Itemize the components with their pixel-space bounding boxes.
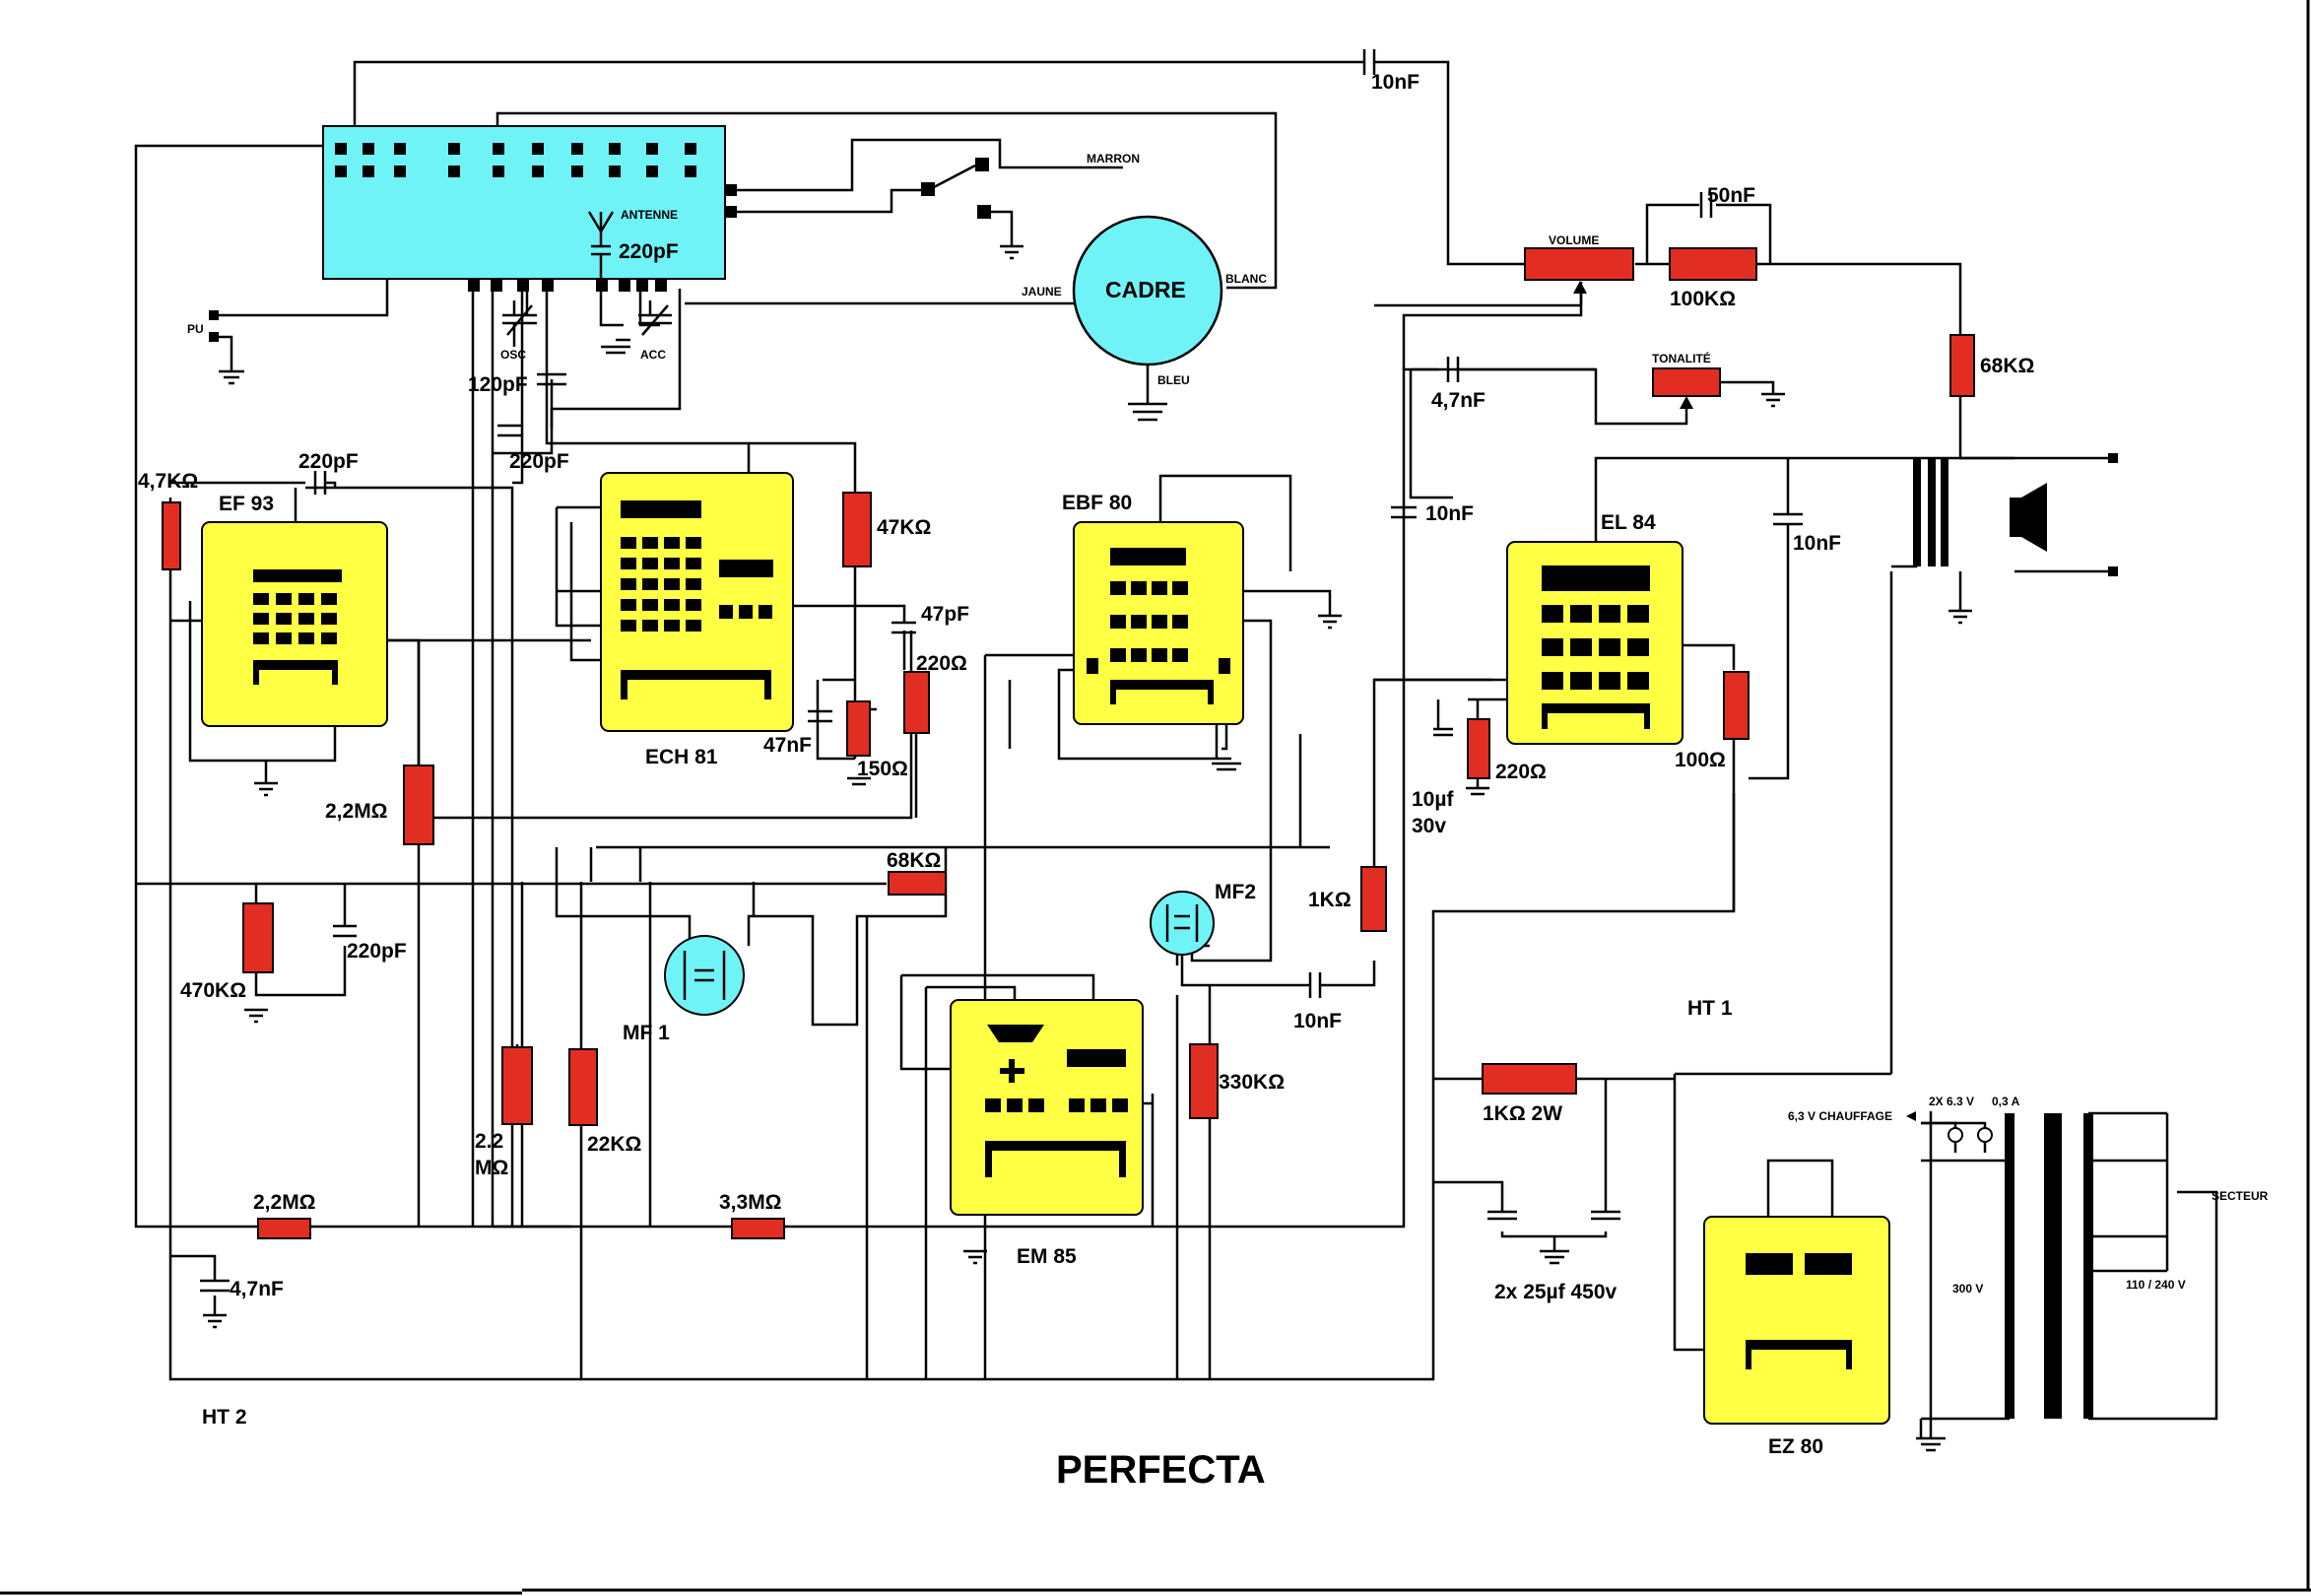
capacitors	[200, 49, 1803, 1293]
heater-label: 6,3 V CHAUFFAGE	[1788, 1109, 1892, 1123]
heater-spec-a: 2X 6.3 V	[1929, 1095, 1974, 1108]
v300-label: 300 V	[1952, 1282, 1983, 1296]
r-4-7k-label: 4,7KΩ	[138, 470, 198, 493]
r-1k-2w-label: 1KΩ 2W	[1483, 1102, 1562, 1125]
heater-spec-b: 0,3 A	[1992, 1095, 2020, 1108]
c-47pf-label: 47pF	[921, 603, 969, 626]
diagram-title: PERFECTA	[1056, 1448, 1266, 1492]
tube-ef93: EF 93	[201, 493, 388, 727]
potentiometer-wipers	[1573, 281, 1693, 409]
r-47k-label: 47KΩ	[877, 516, 931, 539]
tube-ez80: EZ 80	[1703, 1216, 1890, 1458]
el84-label: EL 84	[1601, 511, 1656, 534]
ebf80-label: EBF 80	[1062, 492, 1132, 514]
blanc-label: BLANC	[1225, 272, 1267, 286]
c-120pf-label: 120pF	[468, 373, 528, 396]
c-10uf-line2: 30v	[1412, 815, 1446, 837]
c-4-7nf-tone-label: 4,7nF	[1431, 389, 1486, 412]
c-4-7nf-bottom-label: 4,7nF	[230, 1278, 284, 1300]
ht2-label: HT 2	[202, 1406, 247, 1429]
component-labels: 10nF 50nF 100KΩ VOLUME TONALITÉ 68KΩ 4,7…	[138, 71, 2269, 1492]
c-10nf-left-label: 10nF	[1425, 502, 1474, 525]
ez80-label: EZ 80	[1768, 1435, 1823, 1458]
bleu-label: BLEU	[1157, 373, 1190, 387]
tube-el84: EL 84	[1506, 511, 1684, 745]
r-100-label: 100Ω	[1675, 749, 1726, 771]
c-2x25uf-label: 2x 25µf 450v	[1494, 1281, 1618, 1303]
c-47nf-label: 47nF	[763, 734, 812, 757]
variable-capacitors: OSC ACC	[500, 300, 672, 362]
r-68k-out-label: 68KΩ	[1980, 355, 2034, 377]
c-220pf-low-label: 220pF	[347, 940, 407, 963]
pu-label: PU	[187, 322, 204, 336]
r-22k-label: 22KΩ	[587, 1133, 641, 1156]
r-220-ech-label: 220Ω	[916, 652, 967, 675]
band-switch	[921, 158, 991, 219]
jaune-label: JAUNE	[1022, 285, 1062, 299]
tonalite-label: TONALITÉ	[1652, 351, 1711, 366]
pu-input: PU	[187, 310, 219, 342]
r-2-2m-a-label: 2,2MΩ	[325, 800, 388, 823]
tuner-block: ANTENNE 220pF	[322, 125, 737, 292]
r-100k-label: 100KΩ	[1670, 288, 1736, 310]
c-10nf-grid-label: 10nF	[1293, 1010, 1342, 1032]
output-transformer	[1913, 453, 2118, 576]
ht1-label: HT 1	[1687, 997, 1733, 1020]
r-470k-label: 470KΩ	[180, 979, 246, 1002]
wiring	[134, 60, 2218, 1438]
ech81-label: ECH 81	[645, 746, 718, 768]
em85-label: EM 85	[1017, 1245, 1077, 1268]
mf1: MF 1	[623, 935, 745, 1044]
cadre-label: CADRE	[1105, 277, 1186, 302]
ground-symbols	[203, 244, 1972, 1452]
power-transformer	[1906, 1111, 2093, 1419]
ef93-label: EF 93	[219, 493, 274, 515]
mf2: MF2	[1150, 881, 1256, 956]
r-2-2m-b-line2: MΩ	[475, 1157, 508, 1179]
r-3-3m-label: 3,3MΩ	[719, 1191, 782, 1214]
c-10uf-line1: 10µf	[1412, 788, 1454, 811]
c-220pf-ef93-label: 220pF	[298, 450, 359, 473]
r-68k-mid-label: 68KΩ	[887, 849, 941, 872]
antenne-label: ANTENNE	[621, 208, 678, 222]
c-220pf-ech-label: 220pF	[509, 450, 569, 473]
mf1-label: MF 1	[623, 1022, 670, 1044]
volume-label: VOLUME	[1549, 233, 1599, 247]
c-10nf-top-label: 10nF	[1371, 71, 1420, 94]
mains-label: 110 / 240 V	[2126, 1278, 2186, 1292]
resistors	[162, 247, 1975, 1239]
tube-ebf80: EBF 80	[1062, 492, 1244, 725]
tube-em85: EM 85	[950, 999, 1144, 1268]
secteur-label: SECTEUR	[2212, 1189, 2269, 1203]
tube-ech81: ECH 81	[600, 472, 794, 768]
r-1k-label: 1KΩ	[1308, 889, 1352, 911]
acc-label: ACC	[640, 348, 666, 362]
c-10nf-right-label: 10nF	[1793, 532, 1841, 555]
r-150-label: 150Ω	[857, 758, 908, 780]
r-2-2m-bottom-label: 2,2MΩ	[253, 1191, 316, 1214]
frame-antenna: CADRE MARRON JAUNE BLANC BLEU	[1022, 152, 1267, 404]
r-220-el84-label: 220Ω	[1495, 761, 1547, 783]
osc-label: OSC	[500, 348, 526, 362]
r-2-2m-b-line1: 2.2	[475, 1130, 503, 1153]
tuner-cap-label: 220pF	[619, 240, 679, 263]
r-330k-label: 330KΩ	[1219, 1071, 1285, 1094]
mf2-label: MF2	[1215, 881, 1256, 903]
c-50nf-label: 50nF	[1707, 184, 1755, 207]
marron-label: MARRON	[1087, 152, 1140, 166]
